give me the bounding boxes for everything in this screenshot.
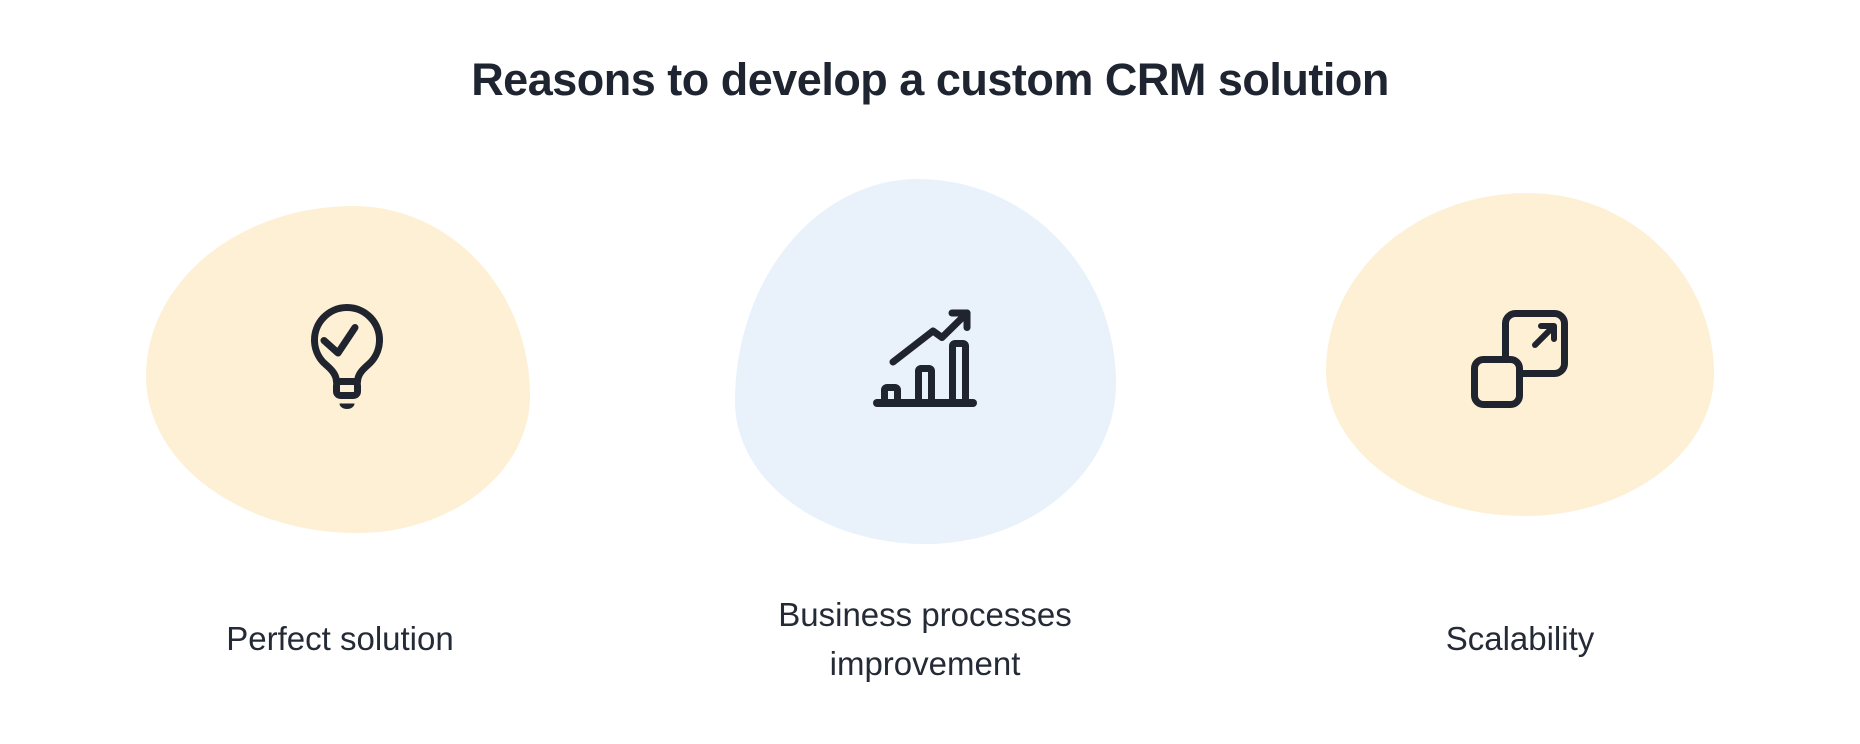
growth-bar-chart-icon <box>873 309 977 407</box>
item-label-business-processes: Business processes improvement <box>778 596 1072 682</box>
blob-background-scalability <box>1326 193 1714 516</box>
small-square-mask <box>1471 356 1523 408</box>
item-label-scalability: Scalability <box>1445 620 1595 657</box>
item-label-perfect-solution: Perfect solution <box>226 620 454 657</box>
blob-background-perfect-solution <box>146 206 530 533</box>
lightbulb-check-icon <box>311 304 383 409</box>
blob-background-business-processes <box>735 179 1116 544</box>
page-title: Reasons to develop a custom CRM solution <box>471 54 1389 105</box>
scale-expand-squares-icon <box>1471 310 1568 408</box>
